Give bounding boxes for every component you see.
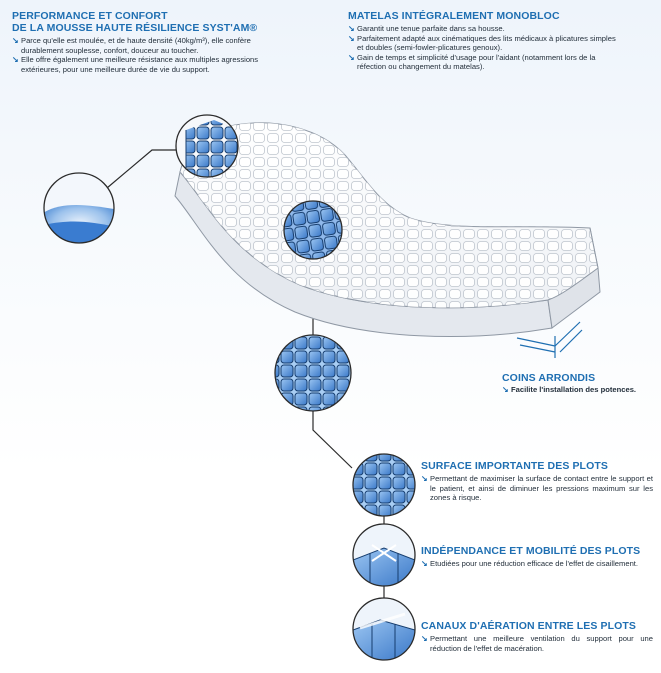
canaux-bullets: ↘Permettant une meilleure ventilation du… [421, 634, 653, 653]
foam-closeup-circle [43, 172, 115, 244]
arrow-icon: ↘ [348, 52, 355, 62]
arrow-icon: ↘ [348, 33, 355, 43]
performance-bullet: ↘Elle offre également une meilleure rési… [12, 55, 259, 74]
performance-title-line2: DE LA MOUSSE HAUTE RÉSILIENCE SYST'AM® [12, 22, 258, 34]
matelas-bullet: ↘Parfaitement adapté aux cinématiques de… [348, 33, 616, 53]
arrow-icon: ↘ [421, 634, 428, 643]
performance-section: PERFORMANCE ET CONFORT DE LA MOUSSE HAUT… [12, 10, 282, 74]
matelas-bullet: ↘Gain de temps et simplicité d'usage pou… [348, 52, 596, 72]
corner-lines [516, 321, 583, 358]
matelas-title: MATELAS INTÉGRALEMENT MONOBLOC [348, 10, 560, 22]
matelas-bullet: ↘Garantit une tenue parfaite dans sa hou… [348, 24, 505, 33]
arrow-icon: ↘ [421, 474, 428, 483]
arrow-icon: ↘ [502, 385, 509, 394]
matelas-bullets: ↘Garantit une tenue parfaite dans sa hou… [348, 24, 616, 72]
surface-title: SURFACE IMPORTANTE DES PLOTS [421, 460, 608, 472]
independance-bullets: ↘Etudiées pour une réduction efficace de… [421, 559, 653, 569]
mattress-corner-circle [175, 114, 239, 178]
mattress [174, 122, 601, 337]
surface-plots-circle [352, 453, 416, 517]
ventilation-channels-circle [352, 597, 416, 661]
performance-bullet: ↘Parce qu'elle est moulée, et de haute d… [12, 36, 251, 55]
coins-title: COINS ARRONDIS [502, 372, 596, 384]
surface-bullet: ↘Permettant de maximiser la surface de c… [421, 474, 653, 503]
independance-title: INDÉPENDANCE ET MOBILITÉ DES PLOTS [421, 545, 641, 557]
plot-independence-circle [352, 523, 416, 587]
coins-bullet: ↘Facilite l'installation des potences. [502, 385, 637, 394]
arrow-icon: ↘ [348, 24, 355, 33]
canaux-title: CANAUX D'AÉRATION ENTRE LES PLOTS [421, 620, 637, 632]
canaux-bullet: ↘Permettant une meilleure ventilation du… [421, 634, 653, 653]
canaux-section: CANAUX D'AÉRATION ENTRE LES PLOTS ↘Perme… [421, 620, 653, 653]
arrow-icon: ↘ [12, 55, 19, 65]
coins-section: COINS ARRONDIS ↘Facilite l'installation … [502, 372, 658, 395]
arrow-icon: ↘ [421, 559, 428, 568]
performance-title-line1: PERFORMANCE ET CONFORT [12, 10, 168, 22]
plot-grid-circle [274, 334, 352, 412]
surface-section: SURFACE IMPORTANTE DES PLOTS ↘Permettant… [421, 460, 653, 503]
coins-bullets: ↘Facilite l'installation des potences. [502, 385, 658, 395]
plot-detail-circle-small [283, 200, 343, 260]
matelas-section: MATELAS INTÉGRALEMENT MONOBLOC ↘Garantit… [348, 10, 616, 72]
arrow-icon: ↘ [12, 36, 19, 45]
surface-bullets: ↘Permettant de maximiser la surface de c… [421, 474, 653, 503]
independance-section: INDÉPENDANCE ET MOBILITÉ DES PLOTS ↘Etud… [421, 545, 653, 569]
independance-bullet: ↘Etudiées pour une réduction efficace de… [421, 559, 639, 568]
performance-bullets: ↘Parce qu'elle est moulée, et de haute d… [12, 36, 282, 74]
